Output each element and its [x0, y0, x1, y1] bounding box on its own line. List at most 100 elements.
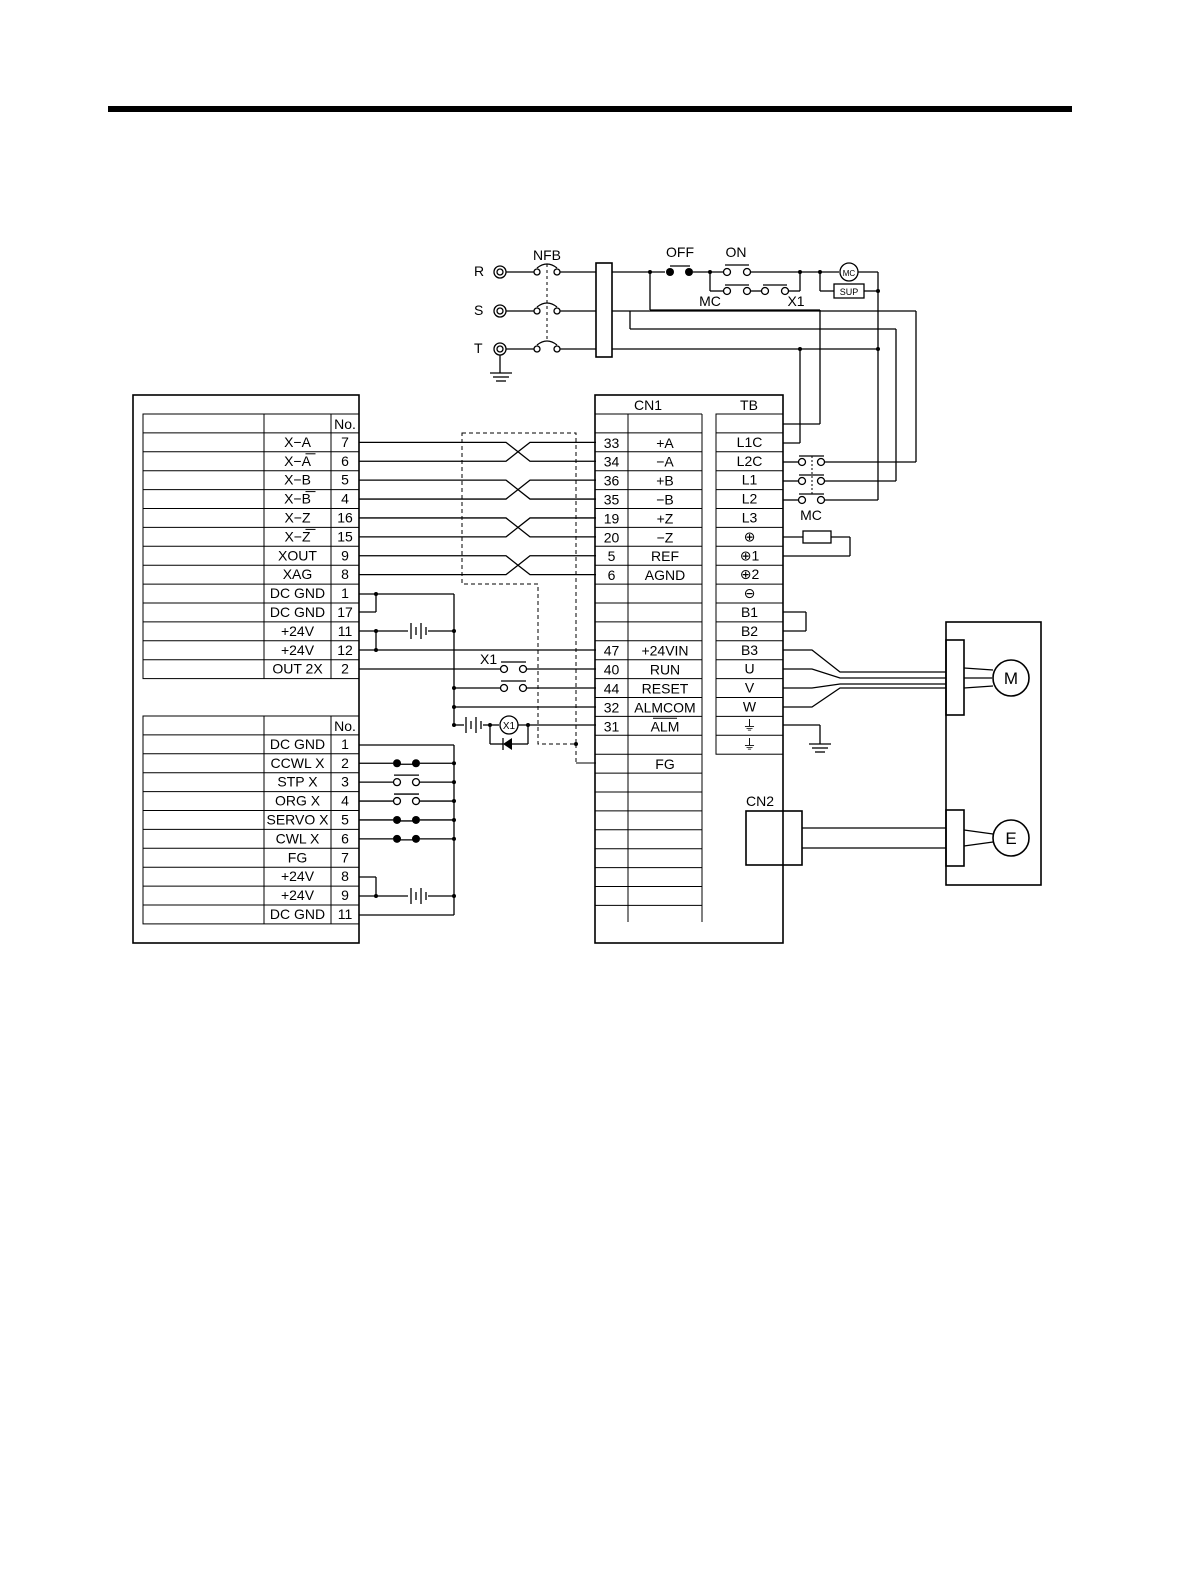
tb-power-wiring: MC: [783, 311, 946, 849]
breaker-icon: [506, 263, 561, 353]
cn1-pin-no: 5: [608, 548, 616, 564]
phase-s-label: S: [474, 302, 483, 318]
tb-terminal: B2: [741, 623, 758, 639]
io-switch-wiring: [359, 744, 456, 916]
axis-signal: X−B: [284, 491, 311, 507]
cn1-pin-no: 6: [608, 567, 616, 583]
io-table-no-header: No.: [334, 718, 356, 734]
svg-text:X1: X1: [503, 721, 516, 732]
on-button-label: ON: [726, 244, 747, 260]
axis-signal: DC GND: [270, 585, 325, 601]
tb-terminal: L3: [742, 510, 758, 526]
cn1-signal: RUN: [650, 662, 680, 678]
axis-signal: DC GND: [270, 604, 325, 620]
cn1-pin-no: 32: [604, 699, 620, 715]
axis-signal: XOUT: [278, 547, 317, 563]
off-button-label: OFF: [666, 244, 694, 260]
cn1-pin-no: 34: [604, 454, 620, 470]
io-signal: DC GND: [270, 906, 325, 922]
cn1-terminal-table: [595, 413, 703, 922]
encoder-signal-wiring: [359, 432, 596, 764]
encoder-label: E: [1005, 829, 1016, 848]
tb-terminal: L1C: [737, 434, 763, 450]
cn1-signal: −B: [656, 492, 674, 508]
axis-signal: +24V: [281, 642, 315, 658]
cn1-pin-no: 31: [604, 718, 620, 734]
cn2-connector: [745, 810, 803, 866]
cn1-pin-no: 20: [604, 529, 620, 545]
io-pin-no: 8: [341, 868, 349, 884]
axis-pin-no: 9: [341, 547, 349, 563]
axis-signal: XAG: [283, 566, 313, 582]
encoder-connector: [945, 809, 965, 867]
controller-terminal-table: [142, 413, 360, 925]
io-signal: CCWL X: [271, 755, 326, 771]
cn1-signal: FG: [655, 756, 674, 772]
tb-terminal: L1: [742, 472, 758, 488]
io-pin-no: 11: [338, 906, 353, 922]
x1-hold-label: X1: [787, 293, 804, 309]
io-pin-no: 7: [341, 849, 349, 865]
axis-pin-no: 4: [341, 491, 349, 507]
cn1-pin-no: 40: [604, 662, 620, 678]
tb-terminal: ⊕2: [740, 566, 760, 582]
tb-terminal: B1: [741, 604, 758, 620]
axis-signal: X−B: [284, 472, 311, 488]
regen-resistor: [802, 530, 832, 544]
axis-pin-no: 6: [341, 453, 349, 469]
axis-pin-no: 8: [341, 566, 349, 582]
io-signal: STP X: [277, 774, 318, 790]
tb-label: TB: [740, 397, 758, 413]
axis-signal: X−Z: [284, 528, 311, 544]
axis-pin-no: 12: [337, 642, 353, 658]
svg-text:MC: MC: [843, 269, 856, 278]
cn1-pin-no: 44: [604, 681, 620, 697]
power-supply-section: R S T NFB: [474, 244, 916, 443]
cn1-signal: +B: [656, 473, 674, 489]
cn1-pin-no: 47: [604, 643, 620, 659]
x1-relay-label: X1: [480, 651, 497, 667]
terminal-s-icon: [493, 304, 507, 318]
io-signal: ORG X: [275, 793, 321, 809]
io-signal: +24V: [281, 868, 315, 884]
mc-contacts-label: MC: [800, 507, 822, 523]
cn1-pin-no: 33: [604, 435, 620, 451]
io-pin-no: 9: [341, 887, 349, 903]
tb-terminal: B3: [741, 642, 758, 658]
io-pin-no: 1: [341, 736, 349, 752]
terminal-r-icon: [493, 265, 507, 279]
phase-r-label: R: [474, 263, 484, 279]
cn1-pin-no: 35: [604, 492, 620, 508]
io-pin-no: 5: [341, 812, 349, 828]
axis-pin-no: 16: [337, 510, 353, 526]
x1-run-contact: [499, 661, 528, 674]
phase-t-label: T: [474, 340, 483, 356]
tb-terminal: V: [745, 680, 755, 696]
axis-pin-no: 11: [338, 623, 353, 639]
io-signal: +24V: [281, 887, 315, 903]
mc-main-contacts: [783, 455, 916, 505]
axis-table-no-header: No.: [334, 416, 356, 432]
tb-terminal: U: [744, 661, 754, 677]
cn1-pin-no: 19: [604, 510, 620, 526]
cn1-signal: ALMCOM: [634, 699, 695, 715]
io-pin-no: 4: [341, 793, 349, 809]
axis-pin-no: 15: [337, 528, 353, 544]
motor-label: M: [1004, 669, 1018, 688]
cn1-signal: −Z: [657, 529, 674, 545]
cn1-signal: REF: [651, 548, 679, 564]
battery-24v-icon: [410, 623, 427, 639]
axis-signal: X−A: [284, 434, 312, 450]
tb-terminal: ⏚: [743, 717, 757, 733]
tb-terminal: ⊕: [744, 528, 756, 544]
io-pin-no: 2: [341, 755, 349, 771]
tb-terminal: L2: [742, 491, 758, 507]
axis-pin-no: 1: [341, 585, 349, 601]
axis-signal: X−A: [284, 453, 312, 469]
noise-filter: [595, 262, 613, 358]
motor-icon: [992, 659, 1030, 697]
tb-terminal: ⊕1: [740, 547, 760, 563]
